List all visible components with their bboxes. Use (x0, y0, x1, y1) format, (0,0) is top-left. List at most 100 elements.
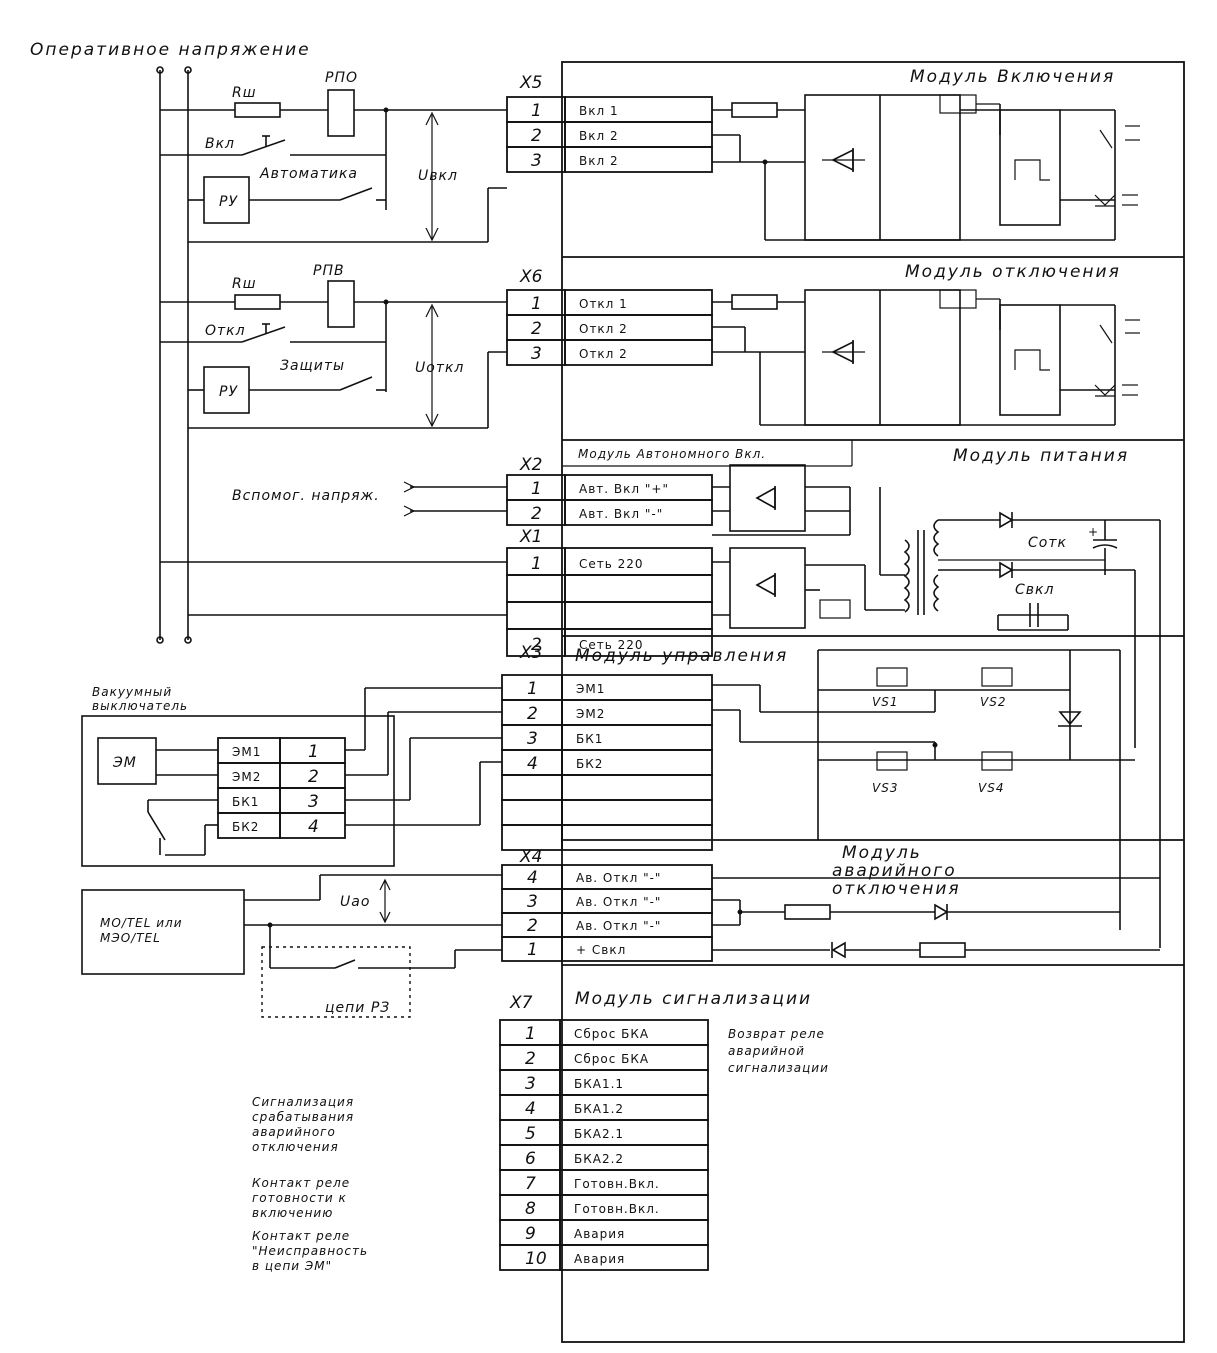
emergency-circuit (81, 874, 1160, 1018)
breaker-x3-wiring (345, 687, 502, 826)
label-uotkl: Uоткл (415, 360, 464, 376)
x7-pin-3: 3 (525, 1074, 536, 1094)
label-ru-1: РУ (219, 194, 238, 210)
x1-cell-label (564, 628, 713, 657)
auxiliary-supply (160, 481, 507, 616)
x3-pin-4: 4 (527, 754, 538, 774)
x3-spacer-num (501, 774, 563, 801)
label-rpv: РПВ (313, 263, 345, 279)
x6-pin-2: 2 (531, 319, 542, 339)
x6-pin-3: 3 (531, 344, 542, 364)
label-vkl: Вкл (205, 136, 235, 152)
x7-pin-5: 5 (525, 1124, 536, 1144)
label-zashchity: Защиты (280, 358, 345, 374)
module-sign-title: Модуль сигнализации (575, 989, 812, 1009)
label-vs1: VS1 (872, 695, 898, 709)
breaker-terminal-4: БК2 (232, 820, 259, 834)
x4-pin-2: 2 (527, 916, 538, 936)
connector-x4-name: X4 (519, 847, 542, 867)
x2-pin-label: Авт. Вкл "+" (579, 482, 669, 496)
label-vs3: VS3 (872, 781, 898, 795)
em-coil (97, 737, 157, 785)
note-reset-1: Возврат реле (728, 1027, 825, 1041)
x3-spacer-num (501, 799, 563, 826)
x2-pin-1: 1 (531, 479, 542, 499)
operative-bus (156, 66, 192, 644)
connector-x7-name: X7 (509, 993, 533, 1013)
x3-pin-label: БК1 (576, 732, 603, 746)
label-cvkl: Свкл (1015, 582, 1054, 598)
x5-pin-label: Вкл 2 (579, 154, 619, 168)
x7-pin-label: БКА2.2 (574, 1152, 624, 1166)
connector-x1-name: X1 (519, 527, 542, 547)
x1-spacer-label (564, 574, 713, 603)
x3-pin-1: 1 (527, 679, 538, 699)
x5-pin-1: 1 (531, 101, 542, 121)
label-otkl: Откл (205, 323, 246, 339)
x7-pin-label: Готовн.Вкл. (574, 1177, 660, 1191)
rz-circuit-box (261, 946, 411, 1018)
x7-pin-6: 6 (525, 1149, 536, 1169)
label-mo-tel-2: МЭО/TEL (100, 931, 161, 945)
x7-pin-label: БКА2.1 (574, 1127, 624, 1141)
x7-pin-10: 10 (525, 1249, 547, 1269)
module-pit-title: Модуль питания (953, 446, 1129, 466)
x7-pin-label: Готовн.Вкл. (574, 1202, 660, 1216)
x2-pin-label: Авт. Вкл "-" (579, 507, 663, 521)
note-fault-2: "Неисправность (252, 1244, 368, 1258)
transistor-pit (819, 599, 851, 619)
label-vspomog: Вспомог. напряж. (232, 488, 380, 504)
x3-pin-3: 3 (527, 729, 538, 749)
connector-x3-name: X3 (519, 643, 542, 663)
note-reset-2: аварийной (728, 1044, 805, 1058)
breaker-terminal-2: ЭМ2 (232, 770, 261, 784)
transistor-otkl (939, 289, 977, 309)
note-fault-1: Контакт реле (252, 1229, 350, 1243)
x4-pin-label: Ав. Откл "-" (576, 919, 661, 933)
x7-pin-label: Авария (574, 1227, 625, 1241)
x6-pin-1: 1 (531, 294, 542, 314)
x1-pin-label: Сеть 220 (579, 638, 644, 652)
module-otkl-title: Модуль отключения (905, 262, 1121, 282)
breaker-terminal-num: 3 (308, 792, 319, 812)
x5-pin-label: Вкл 1 (579, 104, 619, 118)
x7-pin-label: БКА1.1 (574, 1077, 624, 1091)
breaker-terminal-num: 2 (308, 767, 319, 787)
x7-pin-2: 2 (525, 1049, 536, 1069)
x7-pin-label: Сброс БКА (574, 1052, 649, 1066)
thyristor-vs4 (981, 751, 1013, 771)
resistor-rsh-1 (234, 102, 281, 118)
opening-circuit (160, 280, 507, 429)
x4-pin-3: 3 (527, 892, 538, 912)
x7-pin-1: 1 (525, 1024, 536, 1044)
breaker-terminal-1: ЭМ1 (232, 745, 261, 759)
label-ru-2: РУ (219, 384, 238, 400)
resistor-rsh-2 (234, 294, 281, 310)
x1-pin-2: 2 (531, 635, 542, 655)
x5-pin-3: 3 (531, 151, 542, 171)
note-ready-2: готовности к (252, 1191, 347, 1205)
thyristor-vs3 (876, 751, 908, 771)
x7-pin-label: Сброс БКА (574, 1027, 649, 1041)
module-avar-title-3: отключения (832, 879, 961, 899)
label-tsepi-rz: цепи РЗ (325, 1000, 390, 1016)
breaker-title-1: Вакуумный (92, 685, 172, 699)
breaker-title-2: выключатель (92, 699, 188, 713)
thyristor-vs2 (981, 667, 1013, 687)
connector-x5-name: X5 (519, 73, 542, 93)
module-avar-title-2: аварийного (832, 861, 957, 881)
x3-spacer-label (561, 824, 713, 851)
label-rpo: РПО (325, 70, 358, 86)
module-vkl-internals (712, 94, 1140, 241)
x2-pin-2: 2 (531, 504, 542, 524)
label-cotk: Сотк (1028, 535, 1067, 551)
x7-pin-8: 8 (525, 1199, 536, 1219)
x5-cell-label (564, 146, 713, 173)
